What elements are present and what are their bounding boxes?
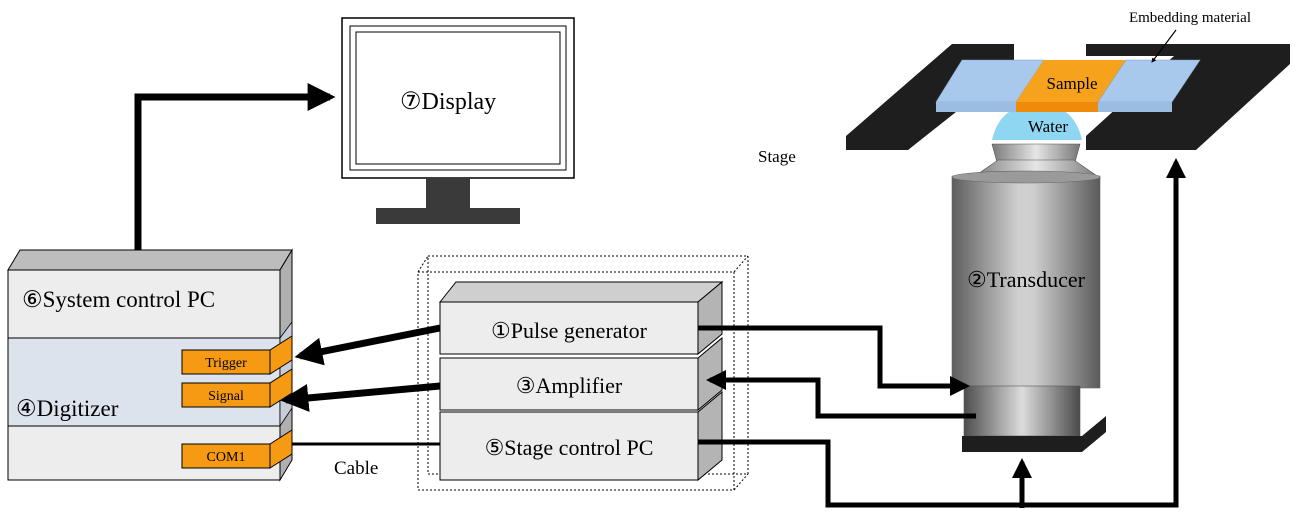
- stage-control-pc-box: ⑤Stage control PC: [439, 390, 723, 482]
- stage-assembly: Water Sample Embedding material Stage: [758, 10, 1290, 166]
- transducer-body: [951, 175, 1101, 389]
- connector-pulse-to-transducer: [698, 325, 970, 396]
- transducer: ②Transducer: [951, 143, 1106, 452]
- connector-pc-to-display: [134, 83, 336, 250]
- signal-port: [181, 382, 271, 408]
- stack-top-face: [7, 249, 293, 271]
- cable-label: Cable: [334, 458, 378, 479]
- system-pc-face: [7, 269, 281, 339]
- embedding-right-front: [1098, 102, 1172, 112]
- signal-label: Signal: [208, 389, 244, 404]
- trigger-port-side: [269, 335, 293, 375]
- transducer-label: ②Transducer: [967, 267, 1086, 292]
- com1-label: COM1: [207, 450, 246, 465]
- stage-right-plate-main: [1086, 44, 1290, 150]
- system-pc-label: ⑥System control PC: [22, 287, 215, 312]
- transducer-lower: [963, 385, 1081, 437]
- connector-amplifier-to-signal: [280, 382, 441, 412]
- com1-port: [181, 443, 271, 469]
- trigger-label: Trigger: [205, 356, 247, 371]
- connector-pulse-to-trigger: [294, 324, 441, 366]
- embedding-left-front: [936, 102, 1016, 112]
- sample-label: Sample: [1047, 74, 1098, 93]
- enclosure-edge-tl: [417, 255, 429, 273]
- pulse-generator-top: [438, 281, 724, 303]
- embedding-label: Embedding material: [1129, 10, 1251, 26]
- system-control-stack: ⑥System control PC ④Digitizer Trigger Si…: [7, 248, 293, 482]
- water-label: Water: [1028, 117, 1068, 136]
- monitor-bezel-inner: [349, 25, 567, 171]
- connections: [134, 83, 1186, 508]
- trigger-port: [181, 349, 271, 375]
- display-monitor: ⑦Display: [341, 17, 575, 224]
- monitor-screen: [355, 31, 561, 165]
- enclosure-edge-br: [733, 473, 749, 491]
- stage-control-pc-label: ⑤Stage control PC: [485, 435, 654, 460]
- connector-stage-pc-to-stage: [698, 158, 1186, 508]
- water-droplet: [992, 104, 1082, 140]
- monitor-neck: [426, 178, 470, 208]
- stage-control-pc-face: [439, 411, 699, 481]
- digitizer-label: ④Digitizer: [16, 396, 119, 421]
- amplifier-face: [439, 357, 699, 411]
- embedding-pointer: [1151, 29, 1177, 63]
- enclosure-edge-tr: [733, 255, 749, 273]
- monitor-base: [376, 208, 520, 224]
- transducer-base-plate: [962, 416, 1106, 452]
- stage-label: Stage: [758, 147, 796, 166]
- display-label: ⑦Display: [400, 89, 496, 115]
- connector-transducer-to-amplifier: [706, 370, 976, 419]
- transducer-body-top: [951, 170, 1101, 184]
- pulse-generator-label: ①Pulse generator: [491, 318, 648, 343]
- pulse-generator-box: ①Pulse generator: [438, 280, 724, 356]
- com1-port-side: [269, 429, 293, 469]
- amplifier-label: ③Amplifier: [516, 373, 623, 398]
- sample-front: [1016, 102, 1098, 112]
- sample-top: [1016, 60, 1126, 102]
